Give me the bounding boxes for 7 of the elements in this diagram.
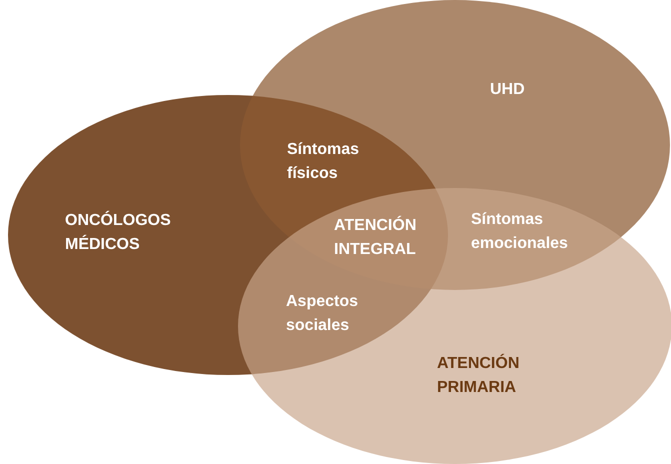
set-label: ONCÓLOGOS MÉDICOS — [65, 210, 172, 255]
overlap-label: Síntomas físicos — [287, 140, 360, 184]
overlap-label: ATENCIÓN INTEGRAL — [334, 214, 418, 260]
set-label: ATENCIÓN PRIMARIA — [437, 352, 520, 398]
overlap-label: Aspectos sociales — [286, 292, 360, 336]
set-label: UHD — [490, 80, 526, 100]
overlap-label: Síntomas emocionales — [471, 210, 569, 254]
